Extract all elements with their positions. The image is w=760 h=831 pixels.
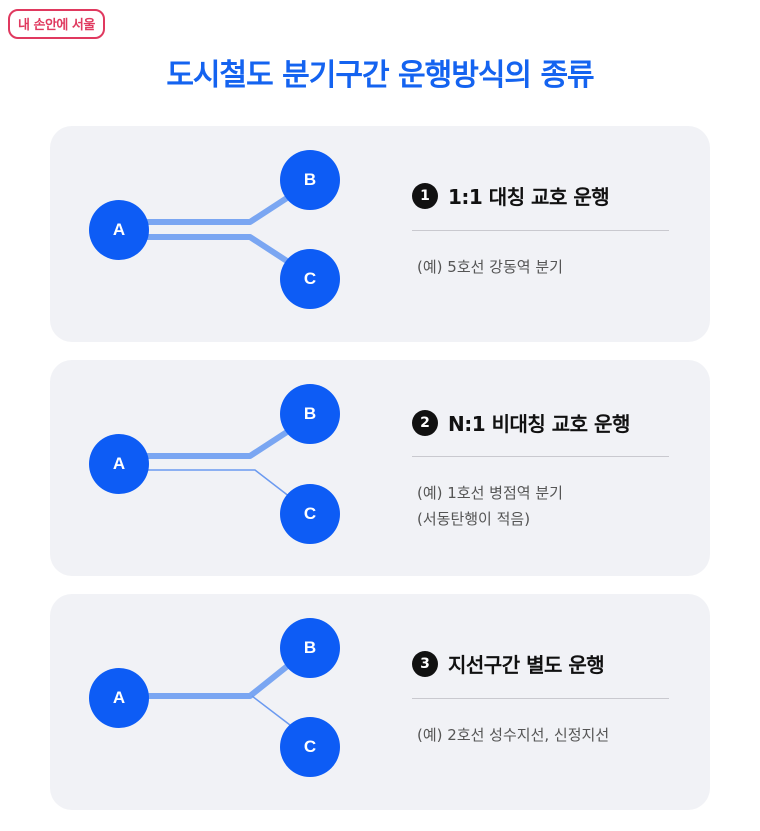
heading-text: N:1 비대칭 교호 운행 (448, 412, 630, 436)
station-node-c: C (280, 484, 340, 544)
example-line: (서동탄행이 적음) (417, 510, 531, 528)
example-text: (예) 5호선 강동역 분기 (417, 254, 563, 280)
divider (412, 698, 669, 699)
brand-logo: 내 손안에 서울 (8, 9, 105, 39)
card-heading: 3 지선구간 별도 운행 (412, 649, 605, 678)
branch-diagram (120, 661, 292, 726)
branch-diagram (120, 193, 292, 266)
card-asymmetric-alternating: A B C 2 N:1 비대칭 교호 운행 (예) 1호선 병점역 분기 (서동… (50, 360, 710, 576)
station-node-b: B (280, 150, 340, 210)
branch-diagram (120, 427, 292, 498)
station-node-a: A (89, 668, 149, 728)
track-line-a-b (120, 661, 292, 699)
example-text: (예) 1호선 병점역 분기 (서동탄행이 적음) (417, 480, 563, 532)
track-line-branch-c (251, 695, 291, 726)
divider (412, 456, 669, 457)
station-node-c: C (280, 717, 340, 777)
track-line-a-b (120, 193, 292, 225)
track-line-a-c (120, 234, 292, 266)
number-badge: 1 (412, 182, 438, 209)
page-title: 도시철도 분기구간 운행방식의 종류 (166, 58, 594, 93)
card-heading: 2 N:1 비대칭 교호 운행 (412, 408, 630, 437)
track-line-a-b (120, 427, 292, 459)
station-node-c: C (280, 249, 340, 309)
card-symmetric-alternating: A B C 1 1:1 대칭 교호 운행 (예) 5호선 강동역 분기 (50, 126, 710, 342)
heading-text: 지선구간 별도 운행 (448, 653, 605, 677)
track-line-a-c (120, 469, 291, 498)
example-line: (예) 5호선 강동역 분기 (417, 258, 563, 276)
example-text: (예) 2호선 성수지선, 신정지선 (417, 722, 609, 748)
number-badge: 2 (412, 409, 438, 436)
card-heading: 1 1:1 대칭 교호 운행 (412, 181, 610, 210)
card-separate-branch: A B C 3 지선구간 별도 운행 (예) 2호선 성수지선, 신정지선 (50, 594, 710, 810)
number-badge: 3 (412, 650, 438, 677)
example-line: (예) 1호선 병점역 분기 (417, 484, 563, 502)
divider (412, 230, 669, 231)
station-node-b: B (280, 618, 340, 678)
heading-text: 1:1 대칭 교호 운행 (448, 185, 610, 209)
station-node-a: A (89, 434, 149, 494)
station-node-b: B (280, 384, 340, 444)
example-line: (예) 2호선 성수지선, 신정지선 (417, 726, 610, 744)
station-node-a: A (89, 200, 149, 260)
